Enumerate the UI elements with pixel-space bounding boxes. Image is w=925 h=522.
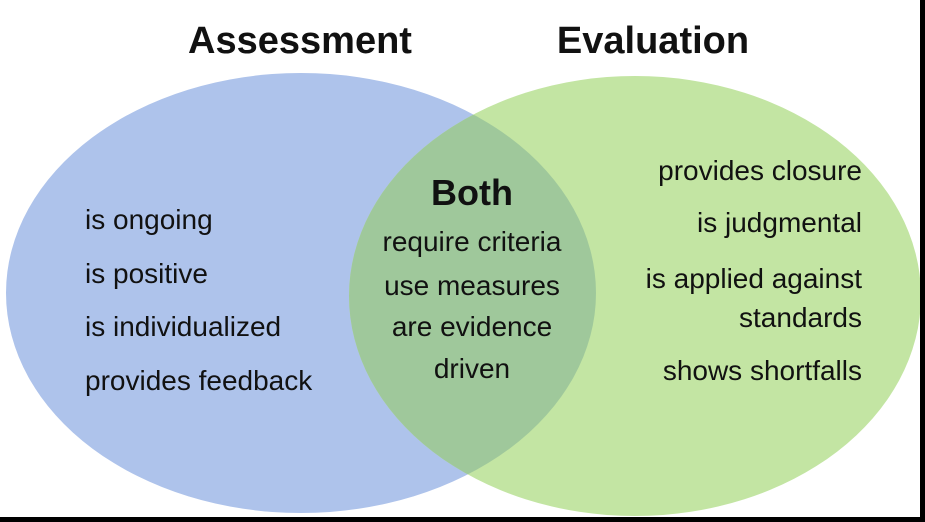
- both-item-criteria: require criteria: [382, 226, 562, 257]
- both-heading: Both: [431, 172, 513, 213]
- assessment-title: Assessment: [188, 20, 412, 62]
- screenshot-edge-bottom: [0, 517, 925, 522]
- overlap-lens: [349, 76, 596, 513]
- evaluation-item-standards-line1: is applied against: [645, 263, 862, 294]
- assessment-item-feedback: provides feedback: [85, 365, 313, 396]
- screenshot-edge-right: [920, 0, 925, 522]
- assessment-item-individualized: is individualized: [85, 311, 282, 342]
- evaluation-item-closure: provides closure: [658, 155, 862, 186]
- assessment-item-positive: is positive: [85, 258, 208, 289]
- both-item-evidence-line1: are evidence: [391, 311, 553, 342]
- both-item-measures: use measures: [384, 270, 560, 301]
- both-item-evidence-line2: driven: [433, 353, 511, 384]
- evaluation-title: Evaluation: [556, 20, 750, 62]
- assessment-item-ongoing: is ongoing: [85, 204, 213, 235]
- evaluation-item-shortfalls: shows shortfalls: [662, 355, 862, 386]
- evaluation-item-judgmental: is judgmental: [697, 207, 862, 238]
- evaluation-item-standards-line2: standards: [739, 302, 862, 333]
